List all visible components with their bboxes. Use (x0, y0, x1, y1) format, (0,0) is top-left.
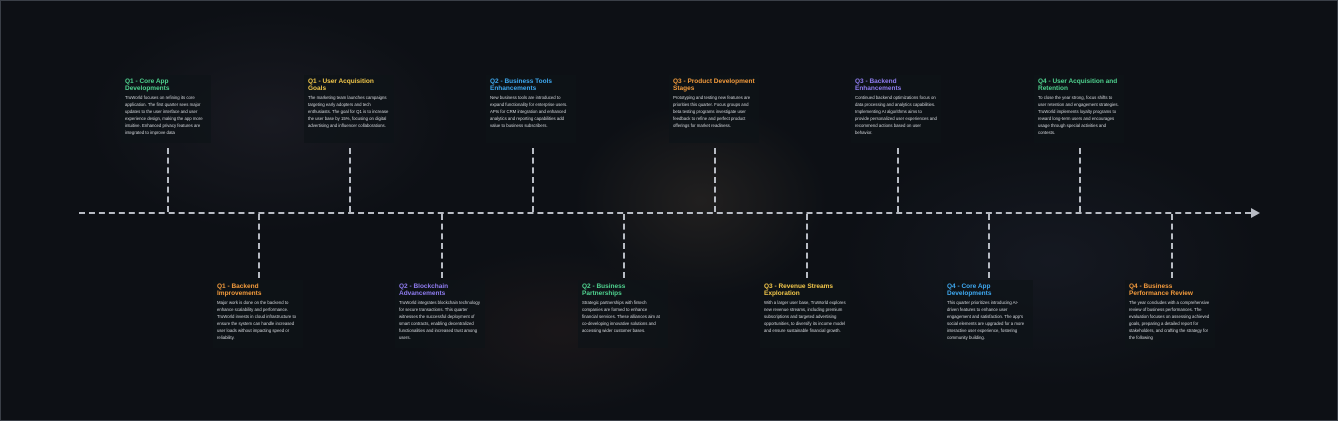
card-description: Strategic partnerships with fintech comp… (582, 300, 660, 333)
card-description: New business tools are introduced to exp… (490, 95, 568, 128)
card-title: Q1 - Core App Developments (125, 78, 170, 92)
timeline-arrow-head (1251, 208, 1260, 218)
connector-top-6 (1079, 148, 1081, 212)
card-title: Q1 - User Acquisition Goals (308, 78, 374, 92)
card-description: Continued backend optimizations focus on… (855, 95, 937, 135)
card-title: Q2 - Blockchain Advancements (399, 283, 449, 297)
card-title: Q1 - Backend Improvements (217, 283, 262, 297)
timeline-card: Q2 - Business Tools Enhancements New bus… (486, 75, 576, 143)
timeline-card: Q2 - Business Partnerships Strategic par… (578, 280, 668, 348)
card-title: Q4 - Business Performance Review (1129, 283, 1193, 297)
connector-bottom-3 (623, 214, 625, 278)
card-title: Q2 - Business Tools Enhancements (490, 78, 553, 92)
timeline-card: Q4 - Core App Developments This quarter … (943, 280, 1033, 348)
card-title: Q3 - Product Development Stages (673, 78, 755, 92)
card-description: Major work is done on the backend to enh… (217, 300, 297, 340)
timeline-card: Q4 - User Acquisition and Retention To c… (1034, 75, 1124, 143)
card-description: To close the year strong, focus shifts t… (1038, 95, 1119, 135)
connector-top-4 (714, 148, 716, 212)
connector-top-3 (532, 148, 534, 212)
card-description: This quarter prioritizes introducing AI-… (947, 300, 1025, 340)
timeline-card: Q3 - Backend Enhancements Continued back… (851, 75, 941, 143)
card-description: The marketing team launches campaigns ta… (308, 95, 389, 128)
connector-bottom-1 (258, 214, 260, 278)
card-description: Prototyping and testing new features are… (673, 95, 751, 128)
connector-bottom-2 (441, 214, 443, 278)
connector-top-1 (167, 148, 169, 212)
card-title: Q3 - Backend Enhancements (855, 78, 902, 92)
connector-bottom-4 (806, 214, 808, 278)
connector-top-5 (897, 148, 899, 212)
card-description: The year concludes with a comprehensive … (1129, 300, 1210, 340)
timeline-card: Q1 - Backend Improvements Major work is … (213, 280, 303, 348)
connector-bottom-5 (988, 214, 990, 278)
card-description: With a larger user base, TruWorld explor… (764, 300, 846, 333)
timeline-card: Q4 - Business Performance Review The yea… (1125, 280, 1215, 348)
timeline-card: Q3 - Product Development Stages Prototyp… (669, 75, 759, 143)
timeline-card: Q2 - Blockchain Advancements TruWorld in… (395, 280, 485, 348)
connector-top-2 (349, 148, 351, 212)
card-title: Q4 - User Acquisition and Retention (1038, 78, 1118, 92)
timeline-card: Q1 - User Acquisition Goals The marketin… (304, 75, 394, 143)
connector-bottom-6 (1171, 214, 1173, 278)
card-title: Q4 - Core App Developments (947, 283, 992, 297)
timeline-card: Q3 - Revenue Streams Exploration With a … (760, 280, 850, 348)
card-description: TruWorld integrates blockchain technolog… (399, 300, 480, 340)
card-description: TruWorld focuses on refining its core ap… (125, 95, 203, 135)
timeline-card: Q1 - Core App Developments TruWorld focu… (121, 75, 211, 143)
card-title: Q3 - Revenue Streams Exploration (764, 283, 834, 297)
card-title: Q2 - Business Partnerships (582, 283, 626, 297)
timeline-axis (79, 212, 1251, 214)
